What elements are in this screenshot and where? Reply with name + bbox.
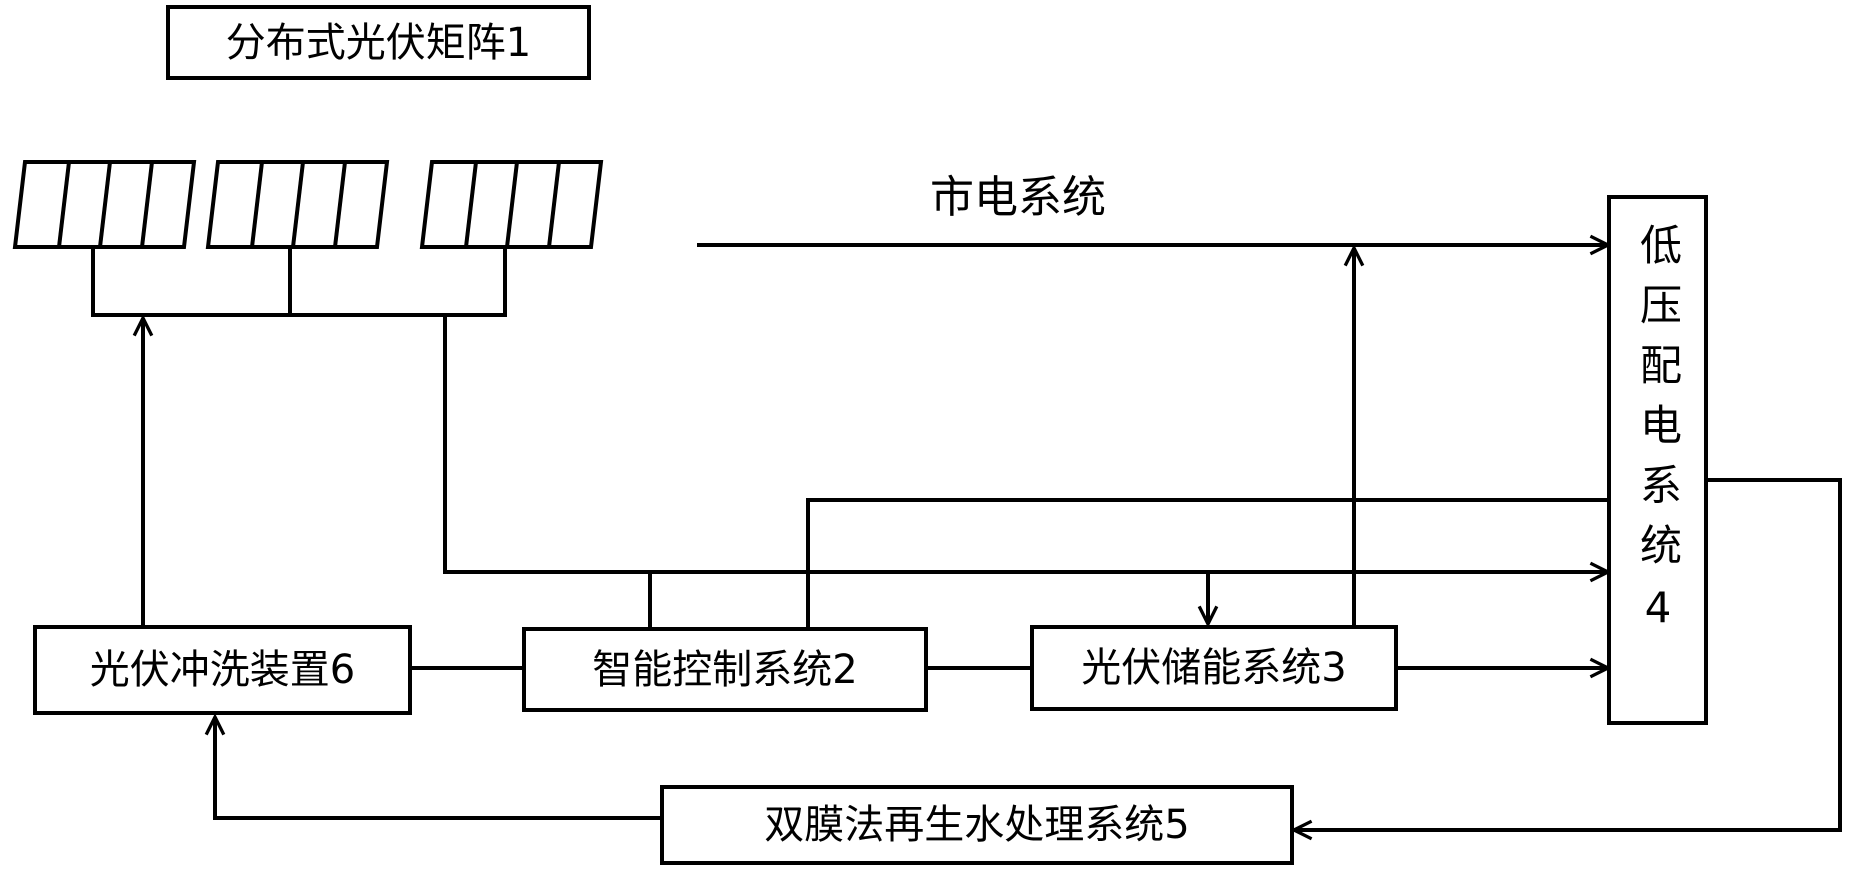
water-to-cleaning-arrow xyxy=(215,717,660,820)
distribution-to-control-line xyxy=(806,498,1607,627)
pv-array-label: 分布式光伏矩阵1 xyxy=(225,19,532,66)
distribution-to-water-arrow xyxy=(1294,478,1842,830)
water-treatment-label: 双膜法再生水处理系统5 xyxy=(764,802,1190,848)
pv-cleaning-box: 光伏冲洗装置6 xyxy=(33,625,412,715)
mains-label: 市电系统 xyxy=(930,172,1106,223)
water-treatment-box: 双膜法再生水处理系统5 xyxy=(660,785,1294,865)
pv-cleaning-label: 光伏冲洗装置6 xyxy=(89,647,356,693)
intelligent-control-box: 智能控制系统2 xyxy=(522,627,928,712)
low-voltage-distribution-label: 低压配电系统4 xyxy=(1633,223,1683,650)
pv-storage-label: 光伏储能系统3 xyxy=(1081,645,1347,691)
solar-panel-3 xyxy=(419,160,604,249)
panel-bus xyxy=(91,247,507,317)
pv-array-box: 分布式光伏矩阵1 xyxy=(166,5,591,80)
intelligent-control-label: 智能控制系统2 xyxy=(592,646,858,693)
solar-panel-2 xyxy=(205,160,390,249)
pv-storage-box: 光伏储能系统3 xyxy=(1030,625,1398,711)
low-voltage-distribution-box: 低压配电系统4 xyxy=(1607,195,1708,725)
pv-power-line xyxy=(443,315,1608,572)
solar-panel-1 xyxy=(12,160,197,249)
